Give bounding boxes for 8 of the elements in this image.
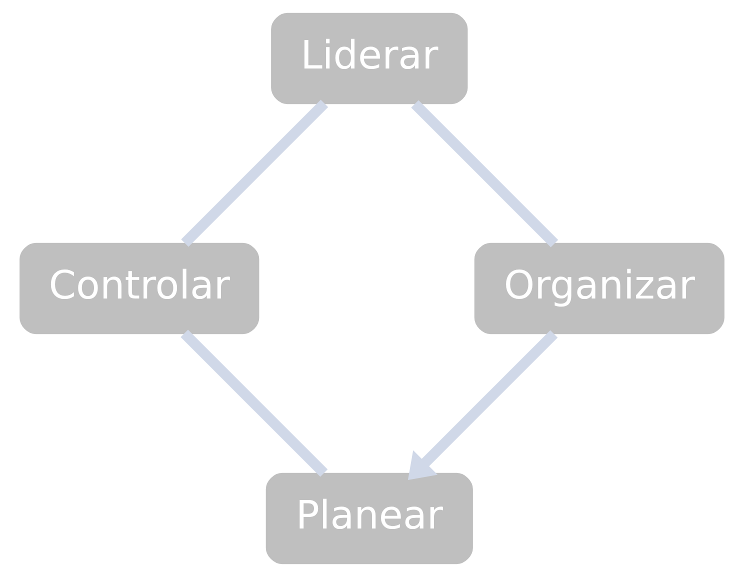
connector — [181, 100, 328, 247]
node-box: Controlar — [20, 242, 260, 334]
arrow — [408, 330, 558, 480]
connector — [411, 100, 558, 248]
node-box: Liderar — [271, 12, 468, 104]
node-box: Planear — [266, 472, 473, 564]
connector — [180, 330, 328, 477]
node-box: Organizar — [474, 242, 724, 334]
